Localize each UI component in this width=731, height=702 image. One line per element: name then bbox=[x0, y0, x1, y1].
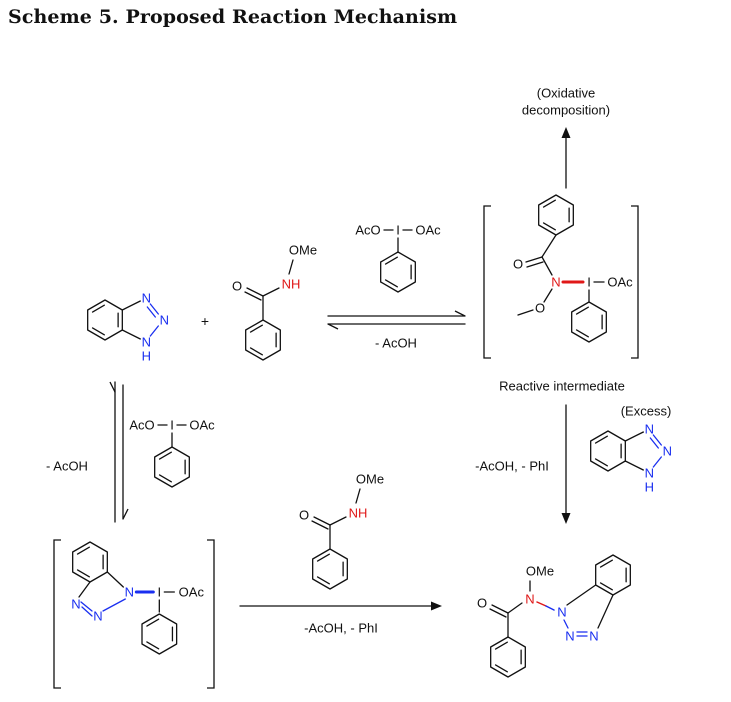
nitrogen-label: N bbox=[645, 466, 654, 481]
nitrogen-label: N bbox=[565, 629, 574, 644]
oxidative-label: (Oxidative bbox=[537, 86, 596, 101]
oxygen-label: O bbox=[477, 596, 487, 611]
oxygen-label: O bbox=[535, 301, 545, 316]
arrow-head bbox=[561, 127, 571, 138]
condition-label: -AcOH, - PhI bbox=[475, 459, 549, 474]
acetoxy-label: AcO bbox=[355, 223, 380, 238]
nitrogen-label: N bbox=[557, 605, 566, 620]
condition-label: -AcOH, - PhI bbox=[304, 621, 378, 636]
acetoxy-label: OAc bbox=[189, 418, 215, 433]
hydrogen-label: H bbox=[645, 480, 654, 495]
amide-nh-label: NH bbox=[282, 277, 301, 292]
methoxy-label: OMe bbox=[289, 243, 317, 258]
nitrogen-label: N bbox=[93, 609, 102, 624]
acetoxy-label: OAc bbox=[179, 585, 205, 600]
iodine-label: I bbox=[158, 585, 162, 600]
nitrogen-label: N bbox=[160, 313, 169, 328]
condition-label: - AcOH bbox=[375, 336, 417, 351]
equilibrium-arrows-top: - AcOH bbox=[327, 310, 466, 351]
arrow-head bbox=[431, 601, 442, 611]
oxygen-label: O bbox=[232, 279, 242, 294]
bracket bbox=[631, 205, 639, 359]
methoxybenzamide-reagent: O NH OMe bbox=[299, 472, 384, 590]
amide-nh-label: NH bbox=[349, 506, 368, 521]
iodine-label: I bbox=[396, 223, 400, 238]
acetoxy-label: OAc bbox=[415, 223, 441, 238]
bottom-arrow: -AcOH, - PhI bbox=[239, 601, 442, 636]
plus-sign: + bbox=[201, 313, 209, 329]
nitrogen-label: N bbox=[142, 335, 151, 350]
bracket bbox=[207, 539, 215, 689]
condition-label: - AcOH bbox=[46, 459, 88, 474]
oxygen-label: O bbox=[513, 257, 523, 272]
nitrogen-label: N bbox=[589, 629, 598, 644]
excess-label: (Excess) bbox=[621, 404, 672, 419]
pida-left: AcO I OAc bbox=[129, 418, 215, 488]
amide-n-label: N bbox=[525, 592, 534, 607]
methoxy-label: OMe bbox=[356, 472, 384, 487]
methoxybenzamide-reactant: O NH OMe bbox=[232, 243, 317, 361]
nitrogen-label: N bbox=[142, 291, 151, 306]
nitrogen-label: N bbox=[71, 597, 80, 612]
nitrogen-label: N bbox=[663, 444, 672, 459]
oxidative-decomposition: (Oxidative decomposition) bbox=[522, 86, 610, 189]
right-arrow: -AcOH, - PhI (Excess) bbox=[475, 404, 672, 524]
methoxy-label: OMe bbox=[526, 564, 554, 579]
oxidative-label: decomposition) bbox=[522, 103, 610, 118]
bracket bbox=[483, 205, 491, 359]
nitrogen-label: N bbox=[645, 422, 654, 437]
arrow-head bbox=[561, 513, 571, 524]
acetoxy-label: OAc bbox=[607, 275, 633, 290]
reactive-intermediate-label: Reactive intermediate bbox=[499, 379, 625, 394]
scheme-title: Scheme 5. Proposed Reaction Mechanism bbox=[8, 6, 458, 28]
iodine-label: I bbox=[170, 418, 174, 433]
hydrogen-label: H bbox=[142, 349, 151, 364]
pida-top: AcO I OAc bbox=[355, 223, 441, 293]
bracket bbox=[53, 539, 61, 689]
amide-n-label: N bbox=[551, 275, 560, 290]
oxygen-label: O bbox=[299, 508, 309, 523]
acetoxy-label: AcO bbox=[129, 418, 154, 433]
equilibrium-arrows-left: - AcOH bbox=[46, 381, 129, 523]
nitrogen-label: N bbox=[125, 585, 134, 600]
iodine-label: I bbox=[587, 275, 591, 290]
